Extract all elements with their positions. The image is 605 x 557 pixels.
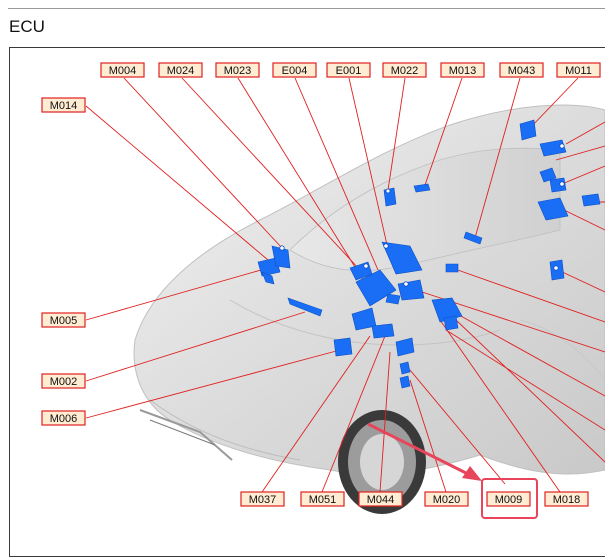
label-e004[interactable]: E004	[272, 62, 317, 78]
svg-text:M051: M051	[309, 494, 337, 506]
m009-highlight-box	[481, 478, 538, 519]
svg-text:M018: M018	[553, 494, 581, 506]
svg-text:M037: M037	[249, 494, 277, 506]
svg-text:M014: M014	[50, 100, 78, 112]
label-m002[interactable]: M002	[41, 373, 86, 389]
header-divider	[8, 8, 605, 9]
ecu-modules	[257, 119, 601, 389]
svg-text:M004: M004	[109, 65, 137, 77]
svg-text:M005: M005	[50, 315, 78, 327]
label-m044[interactable]: M044	[358, 491, 403, 507]
svg-text:E004: E004	[282, 65, 308, 77]
label-m051[interactable]: M051	[300, 491, 345, 507]
svg-text:M009: M009	[495, 494, 523, 506]
svg-text:E001: E001	[336, 65, 362, 77]
label-m043[interactable]: M043	[499, 62, 544, 78]
label-m022[interactable]: M022	[382, 62, 427, 78]
page-title: ECU	[9, 17, 45, 36]
svg-text:M020: M020	[433, 494, 461, 506]
label-m023[interactable]: M023	[215, 62, 260, 78]
label-m020[interactable]: M020	[424, 491, 469, 507]
svg-text:M022: M022	[391, 65, 419, 77]
label-m013[interactable]: M013	[440, 62, 485, 78]
svg-text:M044: M044	[367, 494, 395, 506]
label-m018[interactable]: M018	[544, 491, 589, 507]
label-m024[interactable]: M024	[158, 62, 203, 78]
svg-text:M006: M006	[50, 413, 78, 425]
highlight-arrow	[367, 422, 482, 481]
label-m011[interactable]: M011	[556, 62, 601, 78]
svg-text:M002: M002	[50, 376, 78, 388]
label-m037[interactable]: M037	[240, 491, 285, 507]
label-m005[interactable]: M005	[41, 312, 86, 328]
ecu-location-diagram: M004 M024 M023 E004 E001 M022 M013 M043 …	[41, 62, 605, 519]
label-e001[interactable]: E001	[326, 62, 371, 78]
svg-text:M013: M013	[449, 65, 477, 77]
label-m009[interactable]: M009	[486, 491, 531, 507]
svg-text:M024: M024	[167, 65, 195, 77]
svg-text:M043: M043	[508, 65, 536, 77]
svg-text:M011: M011	[565, 65, 592, 77]
label-m006[interactable]: M006	[41, 410, 86, 426]
label-m004[interactable]: M004	[100, 62, 145, 78]
svg-text:M023: M023	[224, 65, 252, 77]
label-m014[interactable]: M014	[41, 97, 86, 113]
